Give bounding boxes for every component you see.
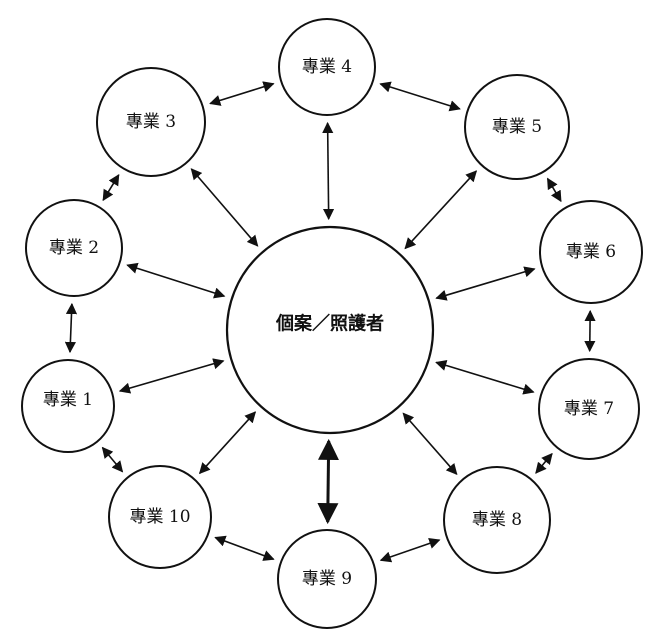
- node-label-3: 專業 3: [126, 112, 176, 132]
- node-label-6: 專業 6: [566, 242, 616, 262]
- node-circle-3: [96, 67, 206, 177]
- edge-4-center: [322, 121, 335, 221]
- node-profession-5: 專業 5: [464, 74, 570, 180]
- node-label-9: 專業 9: [302, 569, 352, 589]
- node-circle-10: [108, 465, 212, 569]
- node-circle-6: [539, 200, 643, 304]
- edge-1-center: [118, 358, 225, 394]
- center-node: 個案／照護者: [225, 225, 435, 435]
- node-label-7: 專業 7: [564, 399, 614, 419]
- node-label-5: 專業 5: [492, 117, 542, 137]
- nodes-layer: 專業 10 專業 9 專業 8 專業 7 專業 6 專業 5 專業 4 專業 3 專業 2 專業 …: [21, 18, 643, 629]
- edge-3-4: [209, 81, 275, 106]
- node-label-4: 專業 4: [302, 57, 352, 77]
- edge-8-9: [379, 538, 441, 563]
- node-label-2: 專業 2: [49, 238, 99, 258]
- node-profession-1: 專業 1: [21, 359, 115, 453]
- node-profession-7: 專業 7: [538, 358, 640, 460]
- node-profession-9: 專業 9: [277, 529, 377, 629]
- edge-8-center: [402, 412, 458, 476]
- node-circle-5: [464, 74, 570, 180]
- node-circle-1: [21, 359, 115, 453]
- node-profession-6: 專業 6: [539, 200, 643, 304]
- edges-layer: [64, 81, 596, 563]
- edge-5-center: [404, 170, 478, 250]
- edge-4-5: [379, 81, 461, 112]
- node-label-1: 專業 1: [43, 390, 93, 410]
- edge-5-6: [546, 177, 562, 203]
- node-profession-8: 專業 8: [443, 466, 551, 574]
- edge-7-8: [535, 452, 553, 474]
- edge-6-7: [584, 309, 596, 353]
- node-circle-9: [277, 529, 377, 629]
- edge-10-center: [198, 411, 257, 475]
- edge-7-center: [435, 359, 535, 395]
- node-profession-2: 專業 2: [25, 199, 123, 297]
- center-node-circle: [225, 225, 435, 435]
- node-circle-8: [443, 466, 551, 574]
- edge-2-center: [126, 262, 226, 299]
- node-label-8: 專業 8: [472, 510, 522, 530]
- node-profession-4: 專業 4: [278, 18, 376, 116]
- edge-9-center: [317, 438, 339, 525]
- node-label-10: 專業 10: [129, 507, 190, 527]
- edge-6-center: [435, 266, 536, 301]
- node-circle-4: [278, 18, 376, 116]
- edge-9-10: [214, 535, 275, 561]
- edge-1-2: [64, 302, 78, 354]
- edge-2-3: [102, 173, 120, 202]
- node-profession-10: 專業 10: [108, 465, 212, 569]
- edge-3-center: [190, 168, 259, 247]
- center-node-label: 個案／照護者: [275, 313, 384, 335]
- node-circle-7: [538, 358, 640, 460]
- node-circle-2: [25, 199, 123, 297]
- node-profession-3: 專業 3: [96, 67, 206, 177]
- edge-10-1: [101, 446, 124, 473]
